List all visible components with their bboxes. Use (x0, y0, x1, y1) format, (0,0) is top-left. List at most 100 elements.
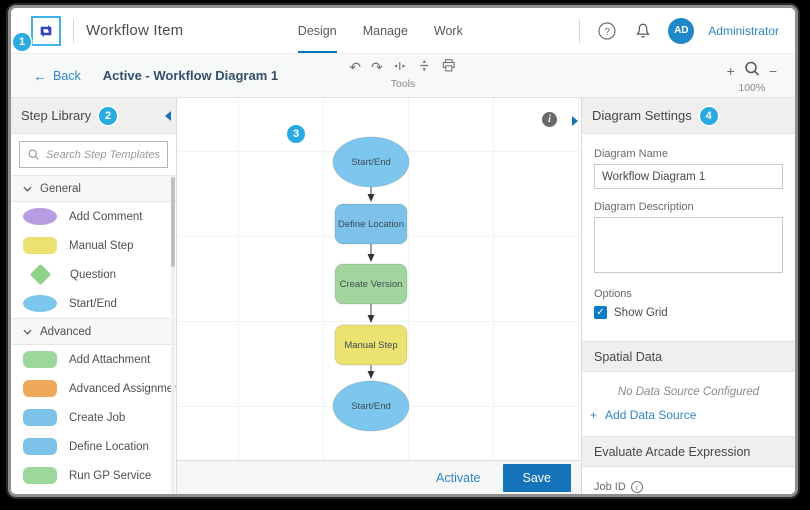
diagram-description-textarea[interactable] (594, 217, 783, 273)
magnifier-icon[interactable] (743, 60, 761, 81)
options-label: Options (594, 288, 632, 300)
ellipse-shape-icon (23, 208, 57, 225)
no-data-source-message: No Data Source Configured (617, 386, 760, 398)
show-grid-label: Show Grid (614, 306, 668, 319)
tab-design[interactable]: Design (297, 8, 337, 53)
step-item-add-attachment[interactable]: Add Attachment (11, 345, 176, 374)
callout-badge-3: 3 (287, 125, 305, 143)
zoom-out-icon[interactable]: − (768, 62, 777, 79)
step-item-start-end[interactable]: Start/End (11, 289, 176, 318)
step-item-create-job[interactable]: Create Job (11, 403, 176, 432)
section-header-advanced[interactable]: Advanced (11, 318, 176, 345)
flow-node-label: Define Location (338, 219, 404, 230)
align-vertical-icon[interactable] (418, 58, 432, 76)
header-divider (73, 18, 74, 43)
avatar[interactable]: AD (668, 17, 695, 44)
collapse-left-panel-icon[interactable] (165, 111, 171, 121)
redo-icon[interactable]: ↷ (371, 59, 383, 75)
ellipse-shape-icon (23, 295, 57, 312)
callout-badge-4: 4 (699, 106, 718, 125)
rect-shape-icon (23, 380, 57, 397)
notifications-bell-icon[interactable] (632, 20, 654, 42)
header-divider-2 (579, 18, 581, 43)
step-item-advanced-assignment[interactable]: Advanced Assignment (11, 374, 176, 403)
plus-icon: + (590, 408, 598, 422)
zoom-in-icon[interactable]: + (726, 62, 735, 79)
user-name[interactable]: Administrator (708, 23, 779, 38)
job-id-label-text: Job ID (594, 481, 626, 493)
page-title: Workflow Item (86, 22, 184, 39)
section-header-general[interactable]: General (11, 175, 176, 202)
step-item-add-comment[interactable]: Add Comment (11, 202, 176, 231)
section-label: Advanced (40, 325, 92, 338)
search-wrap (11, 134, 176, 175)
step-item-define-location[interactable]: Define Location (11, 432, 176, 461)
spatial-data-content: No Data Source Configured + Add Data Sou… (582, 372, 795, 436)
step-item-run-gp-service[interactable]: Run GP Service (11, 461, 176, 490)
flow-node-create-version[interactable] (334, 263, 408, 305)
flow-node-label: Manual Step (344, 340, 397, 351)
show-grid-checkbox-row[interactable]: ✓ Show Grid (594, 306, 783, 319)
tab-manage[interactable]: Manage (362, 23, 408, 38)
diagram-status-title: Active - Workflow Diagram 1 (102, 68, 279, 83)
arcade-expression-header: Evaluate Arcade Expression (582, 436, 795, 467)
diagram-toolbar: ← Back Active - Workflow Diagram 1 ↶ ↷ (11, 54, 795, 98)
print-icon[interactable] (442, 58, 457, 76)
rect-shape-icon (23, 438, 57, 455)
chevron-down-icon (23, 186, 32, 192)
canvas-info-icon[interactable]: i (542, 112, 557, 127)
save-button[interactable]: Save (502, 463, 571, 492)
flow-node-define-location[interactable] (334, 203, 408, 245)
workflow-manager-logo[interactable] (31, 15, 61, 46)
step-item-label: Start/End (69, 297, 117, 310)
diagram-name-input[interactable] (594, 164, 783, 189)
sidebar-scrollbar-thumb[interactable] (171, 177, 175, 267)
flow-node-manual-step[interactable] (334, 324, 408, 366)
flow-node-label: Start/End (351, 157, 391, 168)
show-grid-checkbox[interactable]: ✓ (594, 306, 607, 319)
step-item-send-email[interactable]: Send Email (11, 490, 176, 494)
search-input[interactable] (46, 148, 160, 161)
step-item-label: Add Attachment (69, 353, 151, 366)
step-item-label: Run GP Service (69, 469, 152, 482)
align-horizontal-icon[interactable] (393, 59, 408, 76)
rect-shape-icon (23, 351, 57, 368)
diagram-settings-header: Diagram Settings 4 (582, 98, 795, 134)
job-id-info-icon[interactable]: i (630, 481, 643, 493)
section-label: General (40, 182, 81, 195)
add-data-source-button[interactable]: + Add Data Source (590, 408, 795, 422)
canvas-footer: Activate Save (177, 460, 581, 494)
activate-button[interactable]: Activate (436, 470, 481, 485)
flow-node-label: Create Version (340, 279, 403, 290)
step-search-box (19, 141, 168, 168)
step-item-label: Define Location (69, 440, 149, 453)
tab-work[interactable]: Work (433, 23, 463, 38)
rect-shape-icon (23, 409, 57, 426)
step-item-manual-step[interactable]: Manual Step (11, 231, 176, 260)
diagram-settings-content: Diagram Name Diagram Description Options… (582, 134, 795, 341)
app-header: Workflow Item Design Manage Work ? AD A (11, 8, 795, 54)
undo-icon[interactable]: ↶ (349, 59, 361, 75)
collapse-right-panel-icon[interactable] (572, 116, 578, 126)
diamond-shape-icon (29, 263, 52, 286)
back-button[interactable]: ← Back (33, 68, 81, 84)
app-window: Workflow Item Design Manage Work ? AD A (8, 5, 798, 497)
main-tabs: Design Manage Work (297, 8, 463, 53)
help-icon[interactable]: ? (596, 20, 618, 42)
sidebar-scrollbar[interactable] (171, 175, 175, 494)
step-item-label: Question (70, 268, 117, 281)
diagram-settings-title: Diagram Settings (592, 108, 692, 123)
flow-node-start-end[interactable] (332, 380, 410, 432)
flow-node-label: Start/End (351, 401, 391, 412)
back-arrow-icon: ← (33, 67, 47, 84)
step-item-question[interactable]: Question (11, 260, 176, 289)
flow-node-start-end[interactable] (332, 136, 410, 188)
add-data-source-label: Add Data Source (605, 408, 697, 422)
chevron-down-icon (23, 329, 32, 335)
